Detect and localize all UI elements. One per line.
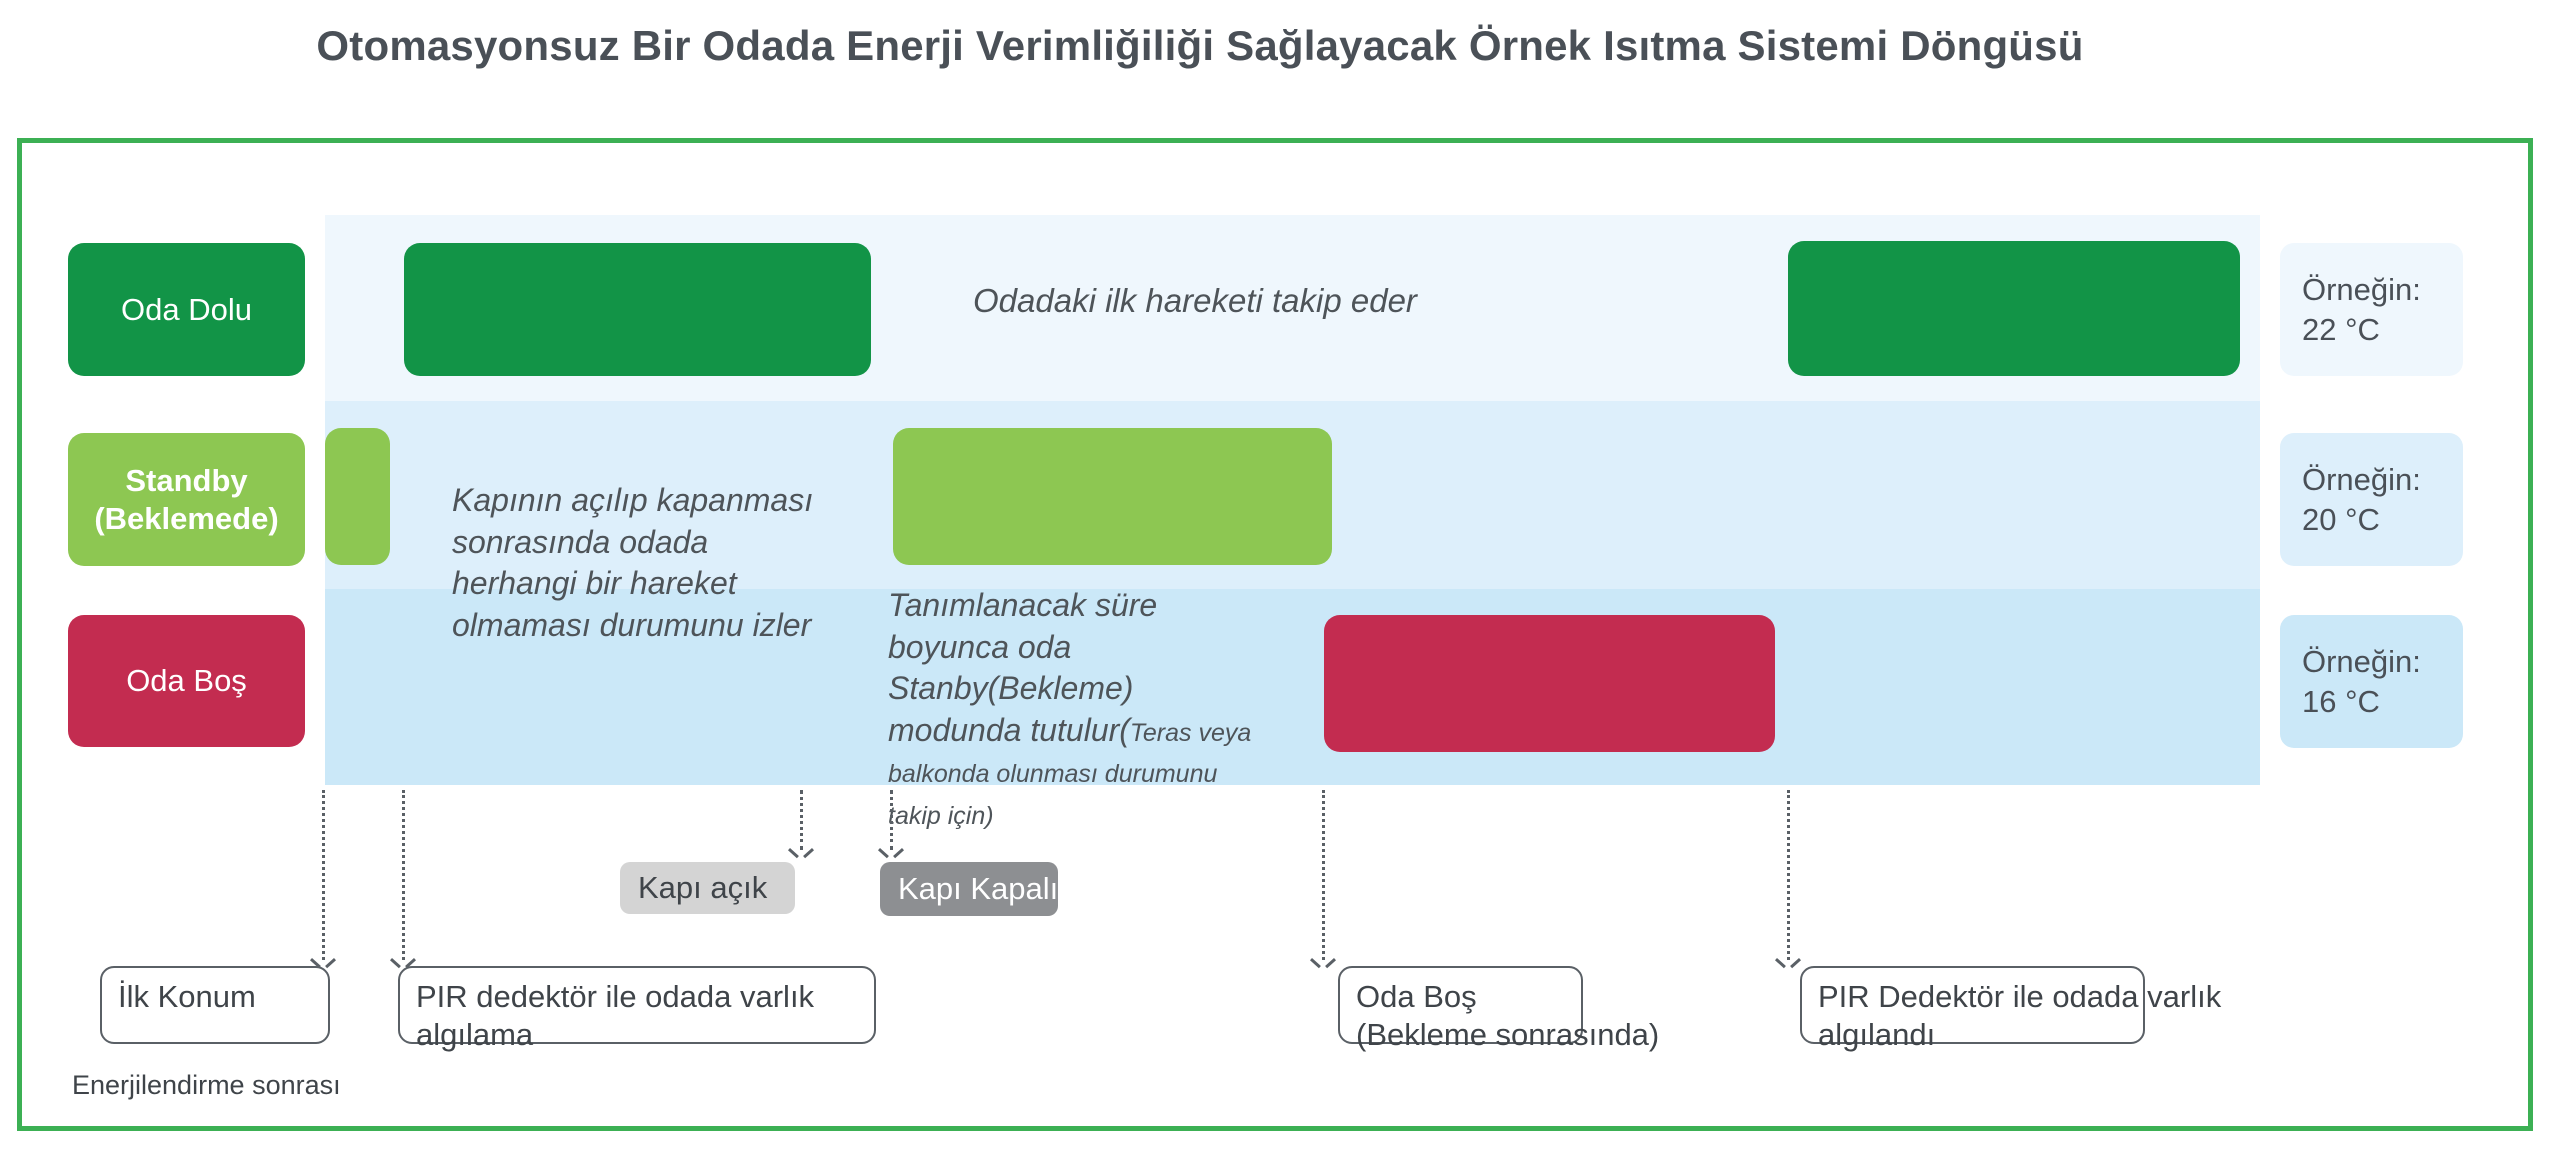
temperature-value-standby: Örneğin:20 °C xyxy=(2302,461,2421,537)
temperature-chip-standby: Örneğin:20 °C xyxy=(2280,433,2463,566)
timeline-block-standby-1[interactable] xyxy=(325,428,390,565)
timeline-block-empty-1[interactable] xyxy=(1324,615,1775,752)
temperature-chip-empty: Örneğin:16 °C xyxy=(2280,615,2463,748)
state-chip-oda-dolu[interactable]: Oda Dolu xyxy=(68,243,305,376)
state-chip-oda-bos[interactable]: Oda Boş xyxy=(68,615,305,747)
connector-line-door-open xyxy=(800,790,806,850)
note-energized: Enerjilendirme sonrası xyxy=(72,1070,341,1100)
callout-label-pir-detected: PIR Dedektör ile odada varlık algılandı xyxy=(1818,979,2222,1052)
door-status-badge-open[interactable]: Kapı açık xyxy=(620,862,795,914)
annotation-standby-hold-detail: Teras veya balkonda olunması durumunu ta… xyxy=(888,718,1252,830)
timeline-block-standby-2[interactable] xyxy=(893,428,1332,565)
connector-line-pir-detected xyxy=(1787,790,1793,960)
state-label-occupied: Oda Dolu xyxy=(121,291,252,327)
temperature-value-empty: Örneğin:16 °C xyxy=(2302,643,2421,719)
annotation-standby-hold: Tanımlanacak süre boyunca oda Stanby(Bek… xyxy=(888,585,1268,835)
door-status-label-closed: Kapı Kapalı xyxy=(898,871,1059,906)
callout-oda-bos[interactable]: Oda Boş(Bekleme sonrasında) xyxy=(1338,966,1659,1052)
annotation-first-motion: Odadaki ilk hareketi takip eder xyxy=(973,282,1417,319)
callout-pir-detect[interactable]: PIR dedektör ile odada varlık algılama xyxy=(398,966,876,1052)
arrow-head-oda-bos xyxy=(1312,958,1334,972)
callout-label-ilk-konum: İlk Konum xyxy=(118,979,256,1014)
connector-line-oda-bos xyxy=(1322,790,1328,960)
door-status-badge-closed[interactable]: Kapı Kapalı xyxy=(880,862,1058,916)
state-label-empty: Oda Boş xyxy=(126,663,247,699)
door-status-label-open: Kapı açık xyxy=(638,870,768,905)
connector-line-pir-detect xyxy=(402,790,408,960)
temperature-chip-occupied: Örneğin:22 °C xyxy=(2280,243,2463,376)
timeline-block-occupied-2[interactable] xyxy=(1788,241,2240,376)
callout-ilk-konum[interactable]: İlk Konum xyxy=(100,966,330,1044)
annotation-door-watch: Kapının açılıp kapanması sonrasında odad… xyxy=(452,482,814,643)
arrow-head-door-closed xyxy=(880,848,902,862)
temperature-value-occupied: Örneğin:22 °C xyxy=(2302,271,2421,347)
callout-pir-detected[interactable]: PIR Dedektör ile odada varlık algılandı xyxy=(1800,966,2221,1052)
callout-label-pir-detect: PIR dedektör ile odada varlık algılama xyxy=(416,979,815,1052)
timeline-block-occupied-1[interactable] xyxy=(404,243,871,376)
annotation-standby-hold-main: Tanımlanacak süre boyunca oda Stanby(Bek… xyxy=(888,587,1158,748)
arrow-head-pir-detected xyxy=(1777,958,1799,972)
state-chip-standby[interactable]: Standby(Beklemede) xyxy=(68,433,305,566)
page-title: Otomasyonsuz Bir Odada Enerji Verimliğil… xyxy=(316,22,2084,69)
connector-line-ilk-konum xyxy=(322,790,328,960)
connector-line-door-closed xyxy=(890,790,896,850)
state-label-standby: Standby(Beklemede) xyxy=(94,462,279,536)
callout-label-oda-bos: Oda Boş(Bekleme sonrasında) xyxy=(1356,979,1660,1052)
band-empty xyxy=(325,589,2260,785)
arrow-head-door-open xyxy=(790,848,812,862)
